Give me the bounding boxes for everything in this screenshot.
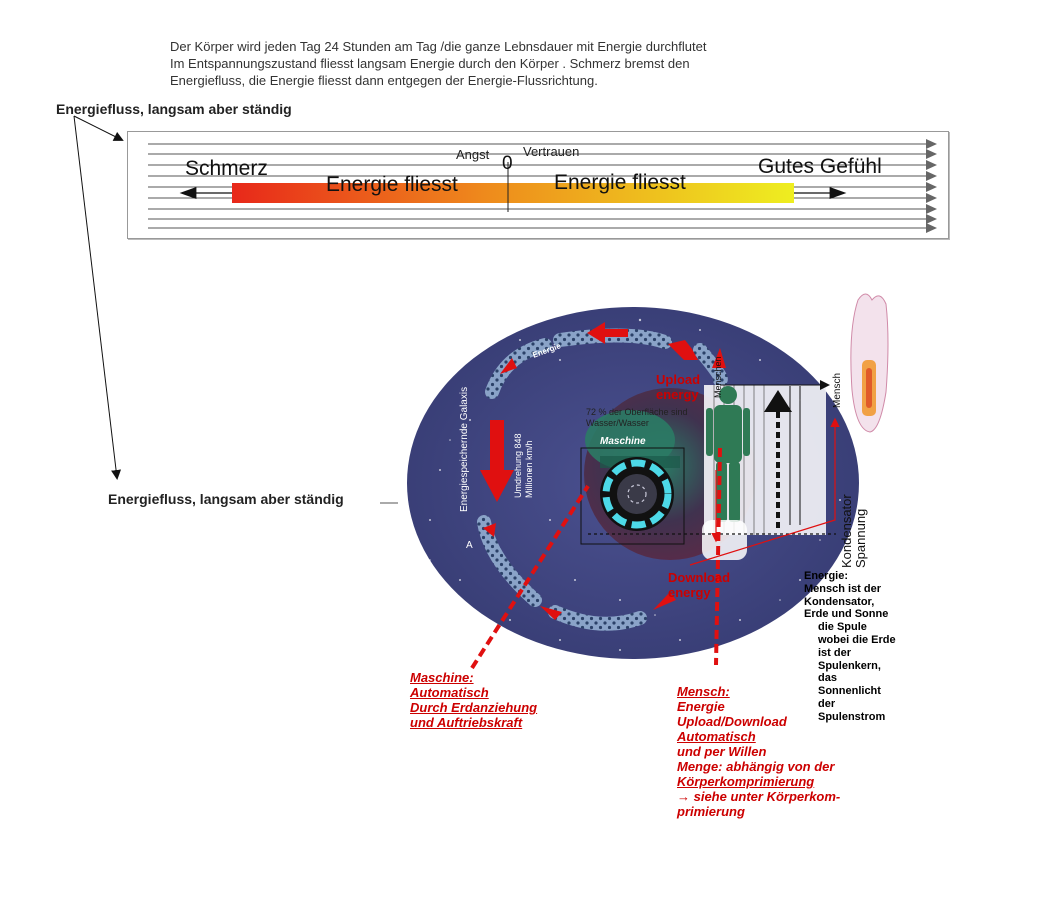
- energy-flows-right: Energie fliesst: [554, 171, 686, 194]
- surface-water-note: 72 % der Oberfläche sind Wasser/Wasser: [586, 407, 688, 428]
- flow-lines: [148, 139, 937, 233]
- flow-label-top: Energiefluss, langsam aber ständig: [56, 101, 292, 117]
- intro-line-1: Der Körper wird jeden Tag 24 Stunden am …: [170, 39, 707, 54]
- intro-line-2: Im Entspannungszustand fliesst langsam E…: [170, 56, 690, 71]
- energy-note-line-6: wobei die Erde: [818, 633, 896, 646]
- scale-trust: Vertrauen: [523, 144, 580, 159]
- energy-gradient-bar: [232, 183, 794, 203]
- energy-note-line-10: Sonnenlicht: [818, 685, 881, 698]
- energy-note-line-2: Mensch ist der: [804, 582, 882, 595]
- human-note-line-1: Mensch:: [677, 684, 730, 699]
- human-note-line-8: → siehe unter Körperkom-: [677, 789, 841, 804]
- flow-label-bottom: Energiefluss, langsam aber ständig: [108, 491, 344, 507]
- human-note-line-6: Menge: abhängig von der: [677, 759, 835, 774]
- machine-note-line-4: und Auftriebskraft: [410, 715, 523, 730]
- energy-note: Energie: Mensch ist der Kondensator, Erd…: [804, 570, 896, 724]
- machine-note-line-2: Automatisch: [410, 685, 489, 700]
- human-vertical-label: Menschen: [713, 356, 723, 398]
- intro-line-3: Energiefluss, die Energie fliesst dann e…: [170, 73, 598, 88]
- scale-fear: Angst: [456, 147, 490, 162]
- human-pointer-line: [714, 447, 722, 666]
- scale-right-good: Gutes Gefühl: [758, 155, 882, 178]
- connector-arrow-bottom: [73, 115, 122, 480]
- energy-note-line-7: ist der: [818, 646, 852, 659]
- scale-left-pain: Schmerz: [185, 157, 268, 180]
- download-energy-label: Download energy: [668, 570, 731, 600]
- energy-note-line-3: Kondensator,: [804, 595, 875, 608]
- human-side-label: Mensch: [832, 372, 843, 408]
- machine-pointer-line: [470, 484, 590, 670]
- human-note-line-5: und per Willen: [677, 744, 767, 759]
- human-note-line-4: Automatisch: [677, 729, 756, 744]
- machine-note-line-3: Durch Erdanziehung: [410, 700, 538, 715]
- human-note-line-3: Upload/Download: [677, 714, 787, 729]
- energy-flow-arrows: [480, 322, 726, 620]
- energy-note-line-11: der: [818, 697, 836, 710]
- hand-figure: [850, 293, 889, 433]
- machine-note: Maschine: Automatisch Durch Erdanziehung…: [410, 670, 537, 730]
- machine-tag: Maschine: [600, 436, 646, 447]
- energy-flow-box: Schmerz Gutes Gefühl Angst Vertrauen 0 E…: [127, 131, 949, 239]
- energy-flows-left: Energie fliesst: [326, 173, 458, 196]
- energy-note-line-8: Spulenkern,: [818, 659, 881, 672]
- connector-arrow-top: [73, 115, 124, 141]
- upload-energy-label: Upload energy: [656, 372, 701, 402]
- intro-text: Der Körper wird jeden Tag 24 Stunden am …: [170, 38, 870, 89]
- human-note: Mensch: Energie Upload/Download Automati…: [677, 684, 840, 819]
- energy-note-line-9: das: [818, 672, 837, 685]
- rotation-speed-label: Umdrehung 848 Millionen km/h: [513, 433, 534, 498]
- capacitor-voltage-label: Kondensator Spannung: [839, 494, 868, 568]
- point-a-label: A: [466, 540, 473, 551]
- energy-note-line-1: Energie:: [804, 570, 849, 582]
- scale-zero: 0: [502, 153, 513, 174]
- human-note-line-7: Körperkomprimierung: [677, 774, 815, 789]
- human-note-line-2: Energie: [677, 699, 725, 714]
- energy-note-line-4: Erde und Sonne: [804, 608, 889, 621]
- energy-note-line-12: Spulenstrom: [818, 710, 886, 723]
- energy-note-line-5: die Spule: [818, 621, 867, 634]
- machine-note-line-1: Maschine:: [410, 670, 474, 685]
- human-note-line-9: primierung: [677, 804, 745, 819]
- galaxy-label: Energiespeichernde Galaxis: [459, 386, 470, 512]
